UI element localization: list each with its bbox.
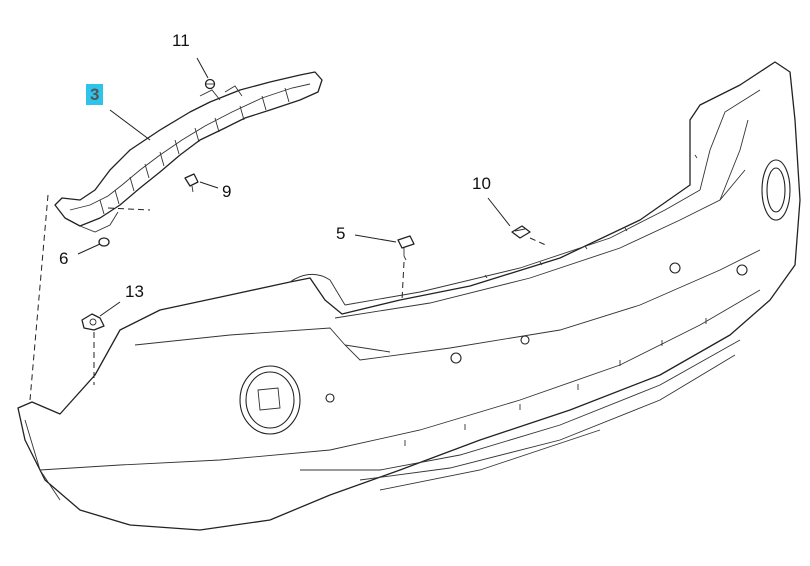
push-nut-11 xyxy=(204,78,216,90)
clip-10 xyxy=(511,225,531,239)
leader-lines xyxy=(77,57,511,317)
callout-9: 9 xyxy=(222,182,232,201)
callout-10: 10 xyxy=(472,174,491,193)
nut-6 xyxy=(98,237,110,247)
callout-11: 11 xyxy=(172,31,190,50)
mounting-lines xyxy=(29,194,549,401)
callout-13: 13 xyxy=(125,282,144,301)
callout-3: 3 xyxy=(86,84,104,105)
bumper-bracket-part xyxy=(54,71,323,233)
callout-6: 6 xyxy=(59,249,69,268)
callout-5: 5 xyxy=(336,224,346,243)
screw-5 xyxy=(397,235,415,261)
screw-9 xyxy=(184,173,199,193)
clip-13 xyxy=(81,313,105,331)
rear-bumper-cover xyxy=(17,61,801,531)
